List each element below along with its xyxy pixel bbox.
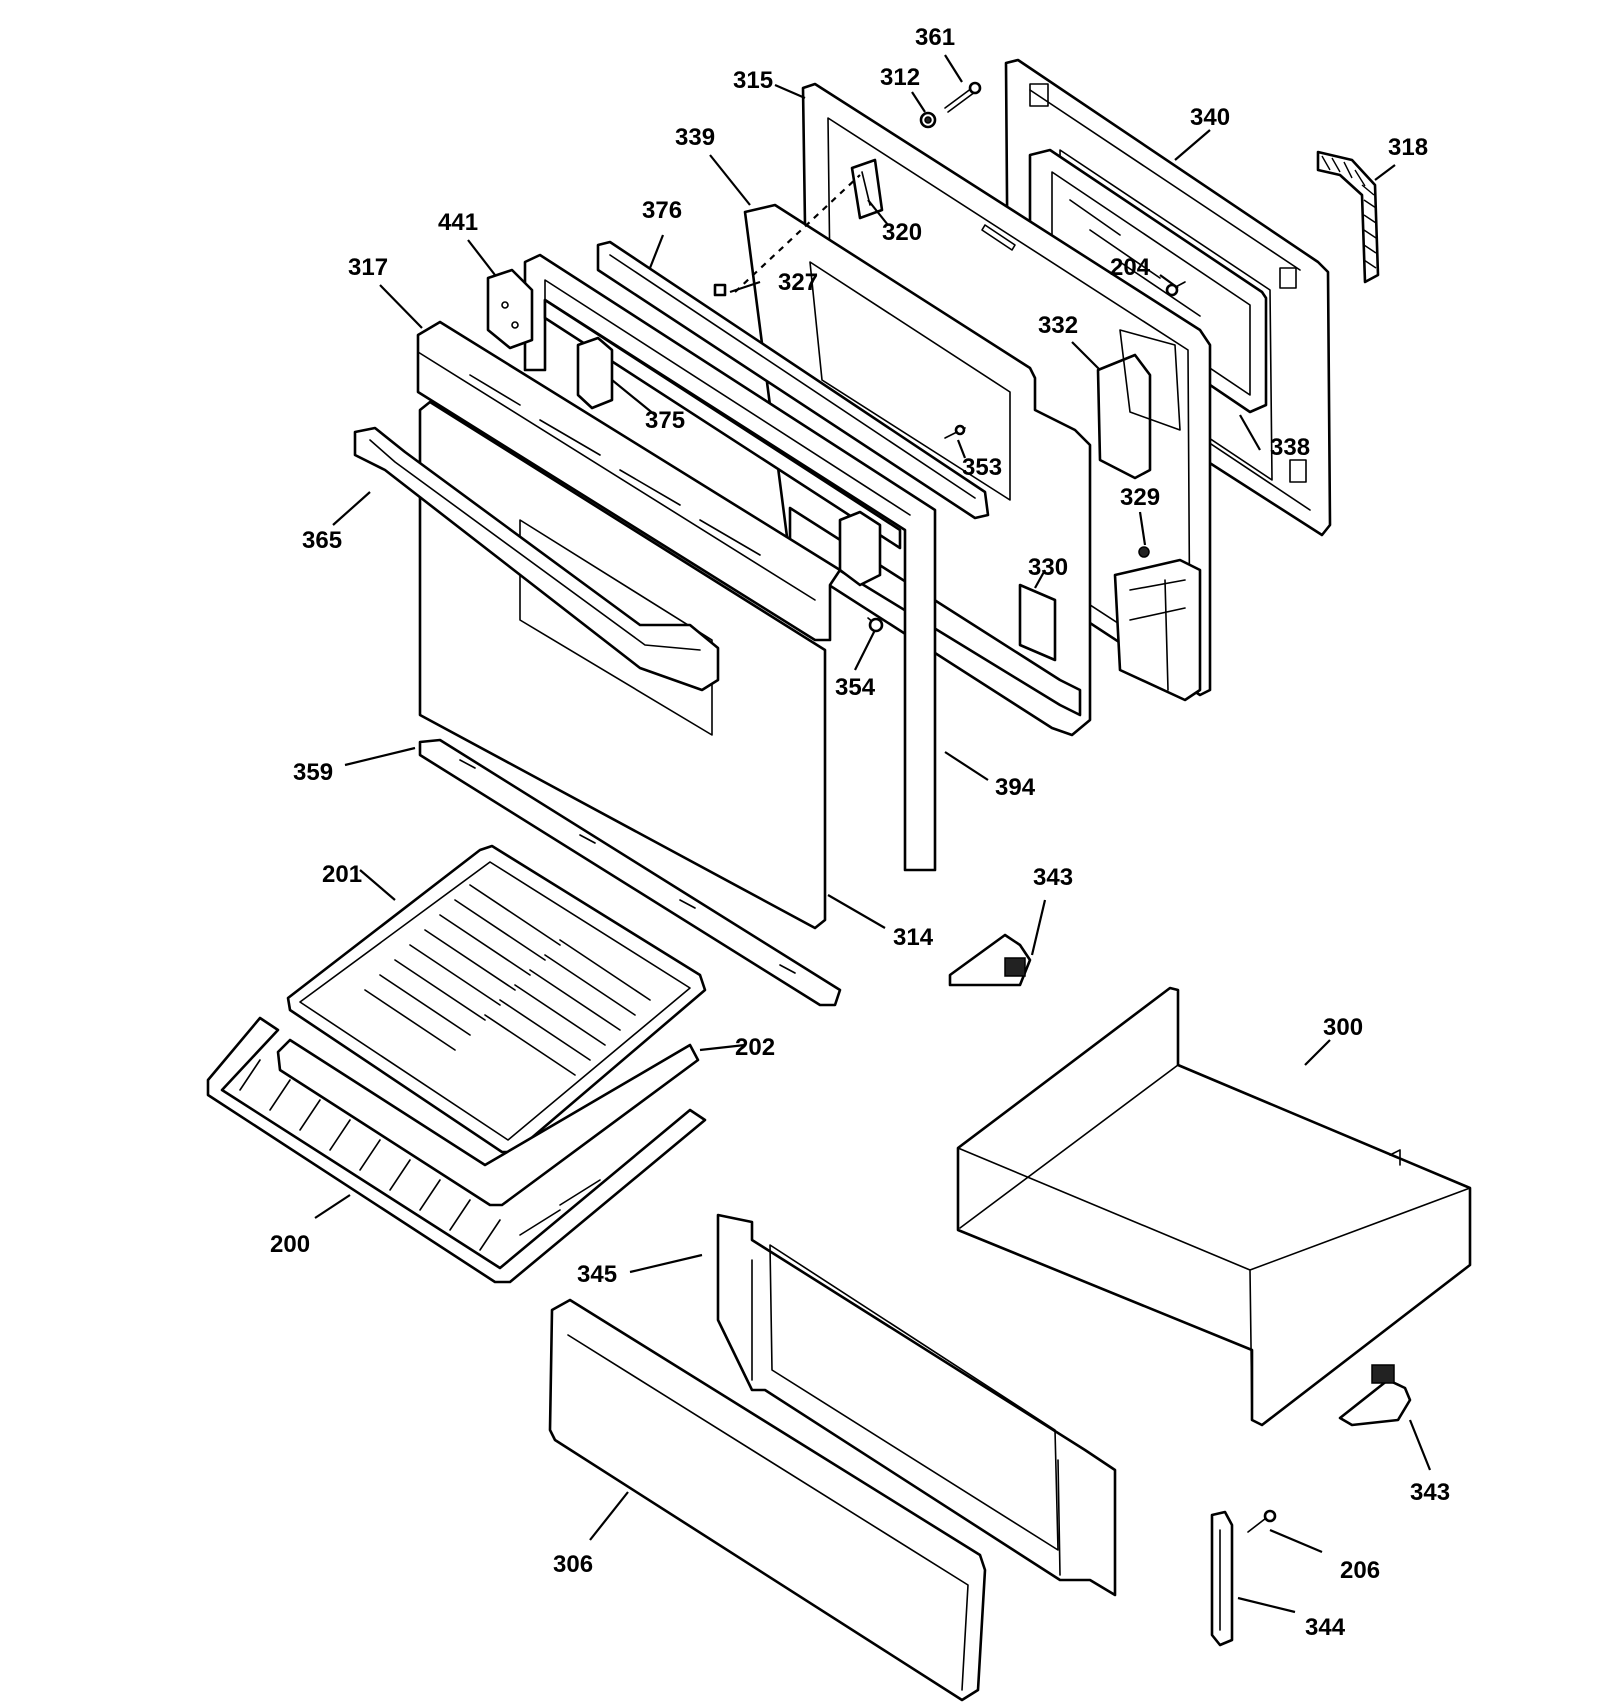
callout-441: 441: [438, 209, 478, 236]
callout-306: 306: [553, 1551, 593, 1578]
broiler-pan-202: [276, 1038, 700, 1207]
callout-labels: 361 312 315 340 318 339 320 376 441 327 …: [270, 24, 1450, 1641]
callout-318: 318: [1388, 134, 1428, 161]
callout-300: 300: [1323, 1014, 1363, 1041]
storage-drawer-300: [956, 986, 1472, 1427]
callout-206: 206: [1340, 1557, 1380, 1584]
callout-317: 317: [348, 254, 388, 281]
hinge-332: [1096, 329, 1181, 480]
callout-365: 365: [302, 527, 342, 554]
callout-338: 338: [1270, 434, 1310, 461]
door-trim-376: [596, 240, 990, 520]
drawer-glide-343-lower: [1338, 1364, 1412, 1427]
callout-343-upper: 343: [1033, 864, 1073, 891]
callout-200: 200: [270, 1231, 310, 1258]
vent-trim-317: [416, 320, 842, 642]
callout-343-lower: 343: [1410, 1479, 1450, 1506]
callout-202: 202: [735, 1034, 775, 1061]
hinge-bracket-375: [576, 336, 882, 587]
callout-314: 314: [893, 924, 934, 951]
callout-330: 330: [1028, 554, 1068, 581]
hinge-bracket-329: [1113, 546, 1202, 702]
callout-327: 327: [778, 269, 818, 296]
door-handle-365: [353, 426, 720, 692]
callout-353: 353: [962, 454, 1002, 481]
callout-394: 394: [995, 774, 1036, 801]
callout-332: 332: [1038, 312, 1078, 339]
callout-201: 201: [322, 861, 362, 888]
bottom-trim-359: [418, 738, 842, 1007]
oven-rack-200: [206, 1016, 707, 1284]
callout-354: 354: [835, 674, 876, 701]
callout-320: 320: [882, 219, 922, 246]
hardware-fasteners: [713, 81, 1186, 633]
callout-339: 339: [675, 124, 715, 151]
callout-312: 312: [880, 64, 920, 91]
drawer-glide-343-upper: [948, 933, 1032, 987]
callout-315: 315: [733, 67, 773, 94]
callout-359: 359: [293, 759, 333, 786]
hinge-bracket-441: [486, 268, 534, 350]
drawer-back-panel-345: [716, 1213, 1117, 1597]
callout-204: 204: [1110, 254, 1151, 281]
outer-door-314: [418, 400, 827, 930]
callout-329: 329: [1120, 484, 1160, 511]
door-gasket-318: [1316, 150, 1380, 284]
callout-376: 376: [642, 197, 682, 224]
callout-345: 345: [577, 1261, 617, 1288]
screw-206: [1247, 1509, 1277, 1533]
inner-door-frame-394: [523, 253, 937, 872]
leader-lines: [314, 54, 1432, 1614]
callout-344: 344: [1305, 1614, 1346, 1641]
drawer-bracket-344: [1210, 1510, 1234, 1647]
callout-340: 340: [1190, 104, 1230, 131]
callout-375: 375: [645, 407, 685, 434]
callout-361: 361: [915, 24, 955, 51]
drawer-front-306: [548, 1298, 987, 1702]
